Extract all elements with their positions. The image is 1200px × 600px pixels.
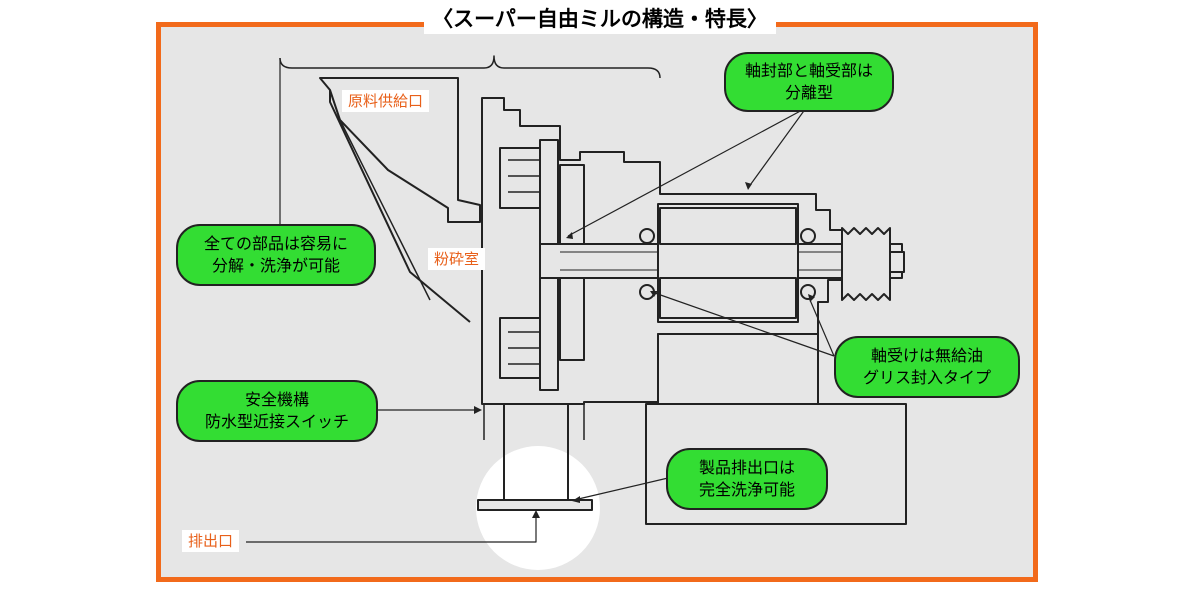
callout-product-outlet: 製品排出口は 完全洗浄可能 — [666, 448, 828, 510]
callout-disassembly-line1: 全ての部品は容易に — [203, 234, 348, 253]
pulley — [841, 227, 891, 301]
stand — [645, 403, 907, 525]
page-title: 〈スーパー自由ミルの構造・特長〉 — [424, 4, 776, 34]
top-bracket — [279, 55, 661, 79]
callout-seal-bearing: 軸封部と軸受部は 分離型 — [724, 52, 894, 112]
title-wrap: 〈スーパー自由ミルの構造・特長〉 — [0, 4, 1200, 34]
callout-safety: 安全機構 防水型近接スイッチ — [176, 380, 378, 442]
callout-product-outlet-line1: 製品排出口は — [698, 458, 795, 477]
motor-base — [657, 333, 819, 405]
callout-bearing-line2: グリス封入タイプ — [862, 368, 991, 387]
callout-safety-line1: 安全機構 — [244, 390, 309, 409]
callout-disassembly-line2: 分解・洗浄が可能 — [211, 256, 340, 275]
bearing-right-top — [800, 228, 816, 244]
callout-safety-line2: 防水型近接スイッチ — [204, 412, 349, 431]
leader-bearing-1 — [651, 291, 835, 357]
callout-seal-bearing-line1: 軸封部と軸受部は — [744, 61, 873, 80]
hopper — [319, 77, 481, 223]
label-feed-inlet: 原料供給口 — [342, 90, 430, 112]
leader-discharge — [246, 512, 537, 543]
callout-bearing: 軸受けは無給油 グリス封入タイプ — [834, 336, 1020, 398]
callout-product-outlet-line2: 完全洗浄可能 — [698, 480, 795, 499]
leader-seal-2 — [567, 107, 807, 237]
bearing-left-top — [639, 228, 655, 244]
bearing-right-bottom — [800, 284, 816, 300]
callout-bearing-line1: 軸受けは無給油 — [870, 346, 983, 365]
hopper-chute — [329, 90, 471, 323]
label-grinding-chamber: 粉砕室 — [428, 248, 486, 270]
leader-outlet — [573, 477, 669, 501]
leader-seal-1 — [747, 107, 807, 189]
callout-disassembly: 全ての部品は容易に 分解・洗浄が可能 — [176, 224, 376, 286]
leader-bearing-2 — [809, 299, 835, 357]
discharge-flange — [477, 499, 593, 511]
label-discharge: 排出口 — [182, 530, 240, 552]
callout-seal-bearing-line2: 分離型 — [784, 83, 833, 102]
